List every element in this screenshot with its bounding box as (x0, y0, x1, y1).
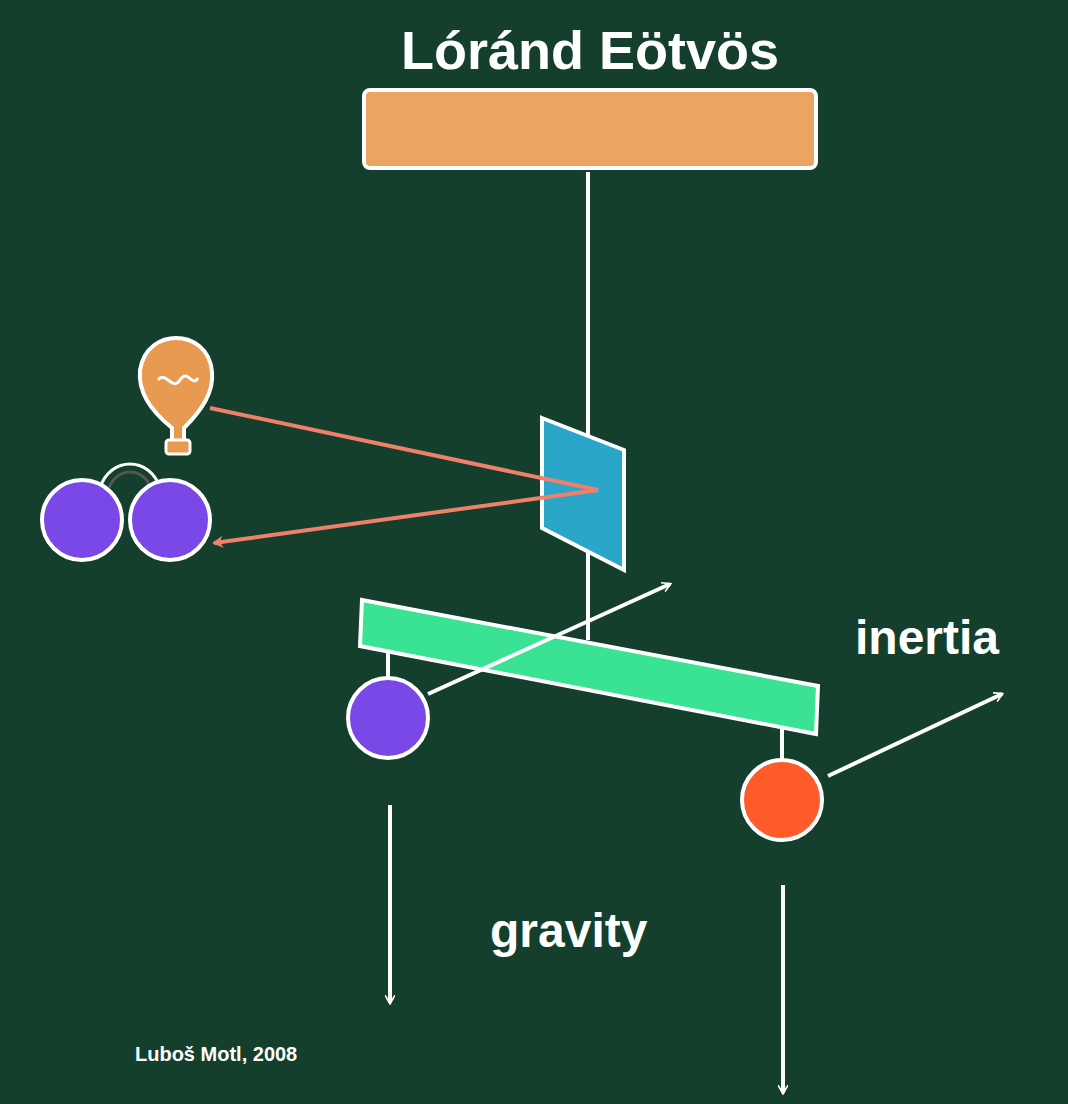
gravity-arrow (388, 805, 392, 1003)
gravity-label: gravity (490, 903, 647, 958)
gravity-arrow (781, 885, 785, 1093)
reflected-beam (214, 490, 598, 543)
credit-watermark: Luboš Motl, 2008 (135, 1043, 297, 1066)
light-bulb (140, 338, 212, 454)
mass-red (742, 760, 822, 840)
heading: Lóránd Eötvös (401, 21, 779, 80)
inertia-arrow (828, 694, 1002, 776)
inertia-label: inertia (855, 610, 999, 665)
fiber-mount: Lóránd Eötvös (362, 88, 818, 170)
fiber (586, 172, 590, 640)
light-beam (210, 408, 598, 490)
inertia-arrow (428, 584, 670, 694)
mass-purple (348, 678, 428, 758)
binoculars (42, 464, 210, 560)
